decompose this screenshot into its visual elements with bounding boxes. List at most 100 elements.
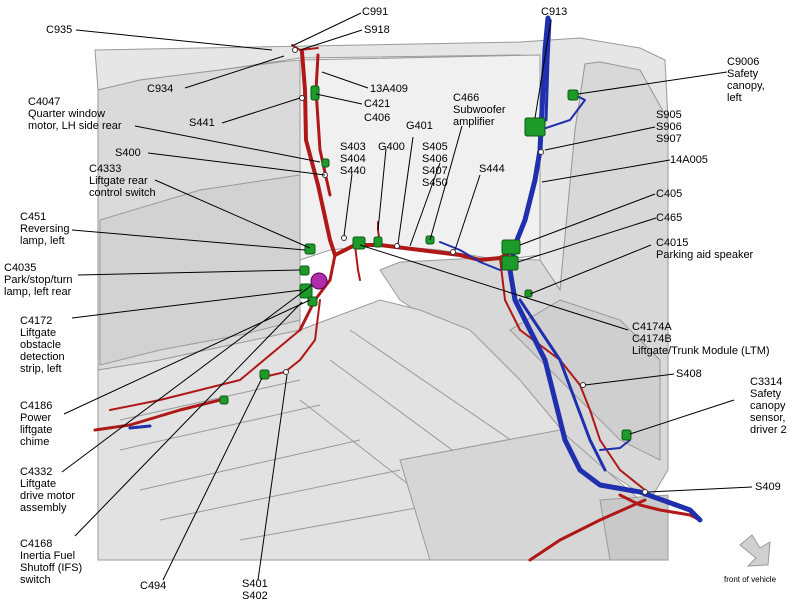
s402: S402 bbox=[242, 590, 268, 602]
label-c4168: C4168 Inertia Fuel Shutoff (IFS) switch bbox=[20, 538, 82, 586]
c4333-desc-2: control switch bbox=[89, 187, 156, 199]
label-g401: G401 bbox=[406, 120, 433, 132]
c9006-desc-1: Safety bbox=[727, 68, 759, 80]
leader-lines bbox=[61, 12, 753, 581]
label-c4186: C4186 Power liftgate chime bbox=[20, 400, 52, 448]
label-c4174: C4174A C4174B Liftgate/Trunk Module (LTM… bbox=[632, 321, 770, 357]
chime-component bbox=[310, 272, 328, 290]
label-s905-group: S905 S906 S907 bbox=[656, 109, 682, 145]
c4015-desc: Parking aid speaker bbox=[656, 249, 754, 261]
front-of-vehicle-arrow-icon bbox=[739, 534, 771, 567]
label-c4172: C4172 Liftgate obstacle detection strip,… bbox=[20, 315, 65, 375]
c4174a: C4174A bbox=[632, 321, 672, 333]
label-c4332: C4332 Liftgate drive motor assembly bbox=[20, 466, 75, 514]
label-s400: S400 bbox=[115, 147, 141, 159]
c4174b: C4174B bbox=[632, 333, 672, 345]
c4332-desc-1: Liftgate bbox=[20, 478, 57, 490]
c4174-desc: Liftgate/Trunk Module (LTM) bbox=[632, 345, 770, 357]
s403: S403 bbox=[340, 141, 366, 153]
c9006-code: C9006 bbox=[727, 56, 760, 68]
label-c4035: C4035 Park/stop/turn lamp, left rear bbox=[4, 262, 72, 298]
s440: S440 bbox=[340, 165, 366, 177]
c4172-code: C4172 bbox=[20, 315, 53, 327]
c4047-desc-2: motor, LH side rear bbox=[28, 120, 122, 132]
c4186-desc-1: Power bbox=[20, 412, 52, 424]
s906: S906 bbox=[656, 121, 682, 133]
label-s403-group: S403 S404 S440 bbox=[340, 141, 366, 177]
c4172-desc-1: Liftgate bbox=[20, 327, 57, 339]
c4035-desc-1: Park/stop/turn bbox=[4, 274, 73, 286]
label-c3314: C3314 Safety canopy sensor, driver 2 bbox=[750, 376, 787, 436]
label-c913: C913 bbox=[541, 6, 568, 18]
label-c4047: C4047 Quarter window motor, LH side rear bbox=[28, 96, 122, 132]
s401: S401 bbox=[242, 578, 268, 590]
c451-desc-1: Reversing bbox=[20, 223, 70, 235]
c466-code: C466 bbox=[453, 92, 480, 104]
c4168-desc-3: switch bbox=[20, 574, 51, 586]
c4168-code: C4168 bbox=[20, 538, 53, 550]
c4035-desc-2: lamp, left rear bbox=[4, 286, 72, 298]
s407: S407 bbox=[422, 165, 448, 177]
s905: S905 bbox=[656, 109, 682, 121]
label-s441: S441 bbox=[189, 117, 215, 129]
c4035-code: C4035 bbox=[4, 262, 37, 274]
label-c406: C406 bbox=[364, 112, 391, 124]
label-c466: C466 Subwoofer amplifier bbox=[453, 92, 506, 128]
label-c451: C451 Reversing lamp, left bbox=[20, 211, 70, 247]
c3314-desc-1: Safety bbox=[750, 388, 782, 400]
s907: S907 bbox=[656, 133, 682, 145]
label-c465: C465 bbox=[656, 212, 683, 224]
c4015-code: C4015 bbox=[656, 237, 689, 249]
c3314-desc-2: canopy bbox=[750, 400, 786, 412]
c466-desc-1: Subwoofer bbox=[453, 104, 506, 116]
label-c494: C494 bbox=[140, 580, 167, 592]
label-c421: C421 bbox=[364, 98, 391, 110]
c4172-desc-2: obstacle bbox=[20, 339, 61, 351]
label-s405-group: S405 S406 S407 S450 bbox=[422, 141, 448, 189]
label-c935: C935 bbox=[46, 24, 73, 36]
label-s401-group: S401 S402 bbox=[242, 578, 268, 602]
label-14a005: 14A005 bbox=[670, 154, 708, 166]
s406: S406 bbox=[422, 153, 448, 165]
c4332-code: C4332 bbox=[20, 466, 53, 478]
label-c9006: C9006 Safety canopy, left bbox=[727, 56, 765, 104]
c451-code: C451 bbox=[20, 211, 47, 223]
label-c991: C991 bbox=[362, 6, 389, 18]
c9006-desc-2: canopy, bbox=[727, 80, 765, 92]
s405: S405 bbox=[422, 141, 448, 153]
label-c4333: C4333 Liftgate rear control switch bbox=[89, 163, 156, 199]
c4047-desc-1: Quarter window bbox=[28, 108, 106, 120]
label-front-of-vehicle: front of vehicle bbox=[724, 575, 777, 584]
c4332-desc-2: drive motor bbox=[20, 490, 76, 502]
c3314-code: C3314 bbox=[750, 376, 783, 388]
red-wiring-harness bbox=[93, 44, 702, 562]
c4168-desc-1: Inertia Fuel bbox=[20, 550, 76, 562]
label-s408: S408 bbox=[676, 368, 702, 380]
s404: S404 bbox=[340, 153, 366, 165]
c4047-code: C4047 bbox=[28, 96, 61, 108]
label-13a409: 13A409 bbox=[370, 83, 408, 95]
label-c405: C405 bbox=[656, 188, 683, 200]
c4172-desc-3: detection bbox=[20, 351, 65, 363]
c3314-desc-3: sensor, bbox=[750, 412, 786, 424]
label-c4015: C4015 Parking aid speaker bbox=[656, 237, 753, 261]
c4168-desc-2: Shutoff (IFS) bbox=[20, 562, 83, 574]
label-s444: S444 bbox=[479, 163, 505, 175]
c4333-desc-1: Liftgate rear bbox=[89, 175, 148, 187]
s450: S450 bbox=[422, 177, 448, 189]
label-s409: S409 bbox=[755, 481, 781, 493]
c4172-desc-4: strip, left bbox=[20, 363, 62, 375]
label-g400: G400 bbox=[378, 141, 405, 153]
c4186-desc-3: chime bbox=[20, 436, 50, 448]
c4186-desc-2: liftgate bbox=[20, 424, 53, 436]
blue-wiring-harness bbox=[128, 15, 703, 523]
c4333-code: C4333 bbox=[89, 163, 122, 175]
label-c934: C934 bbox=[147, 83, 174, 95]
c4332-desc-3: assembly bbox=[20, 502, 67, 514]
c451-desc-2: lamp, left bbox=[20, 235, 65, 247]
c466-desc-2: amplifier bbox=[453, 116, 495, 128]
c4186-code: C4186 bbox=[20, 400, 53, 412]
c3314-desc-4: driver 2 bbox=[750, 424, 787, 436]
